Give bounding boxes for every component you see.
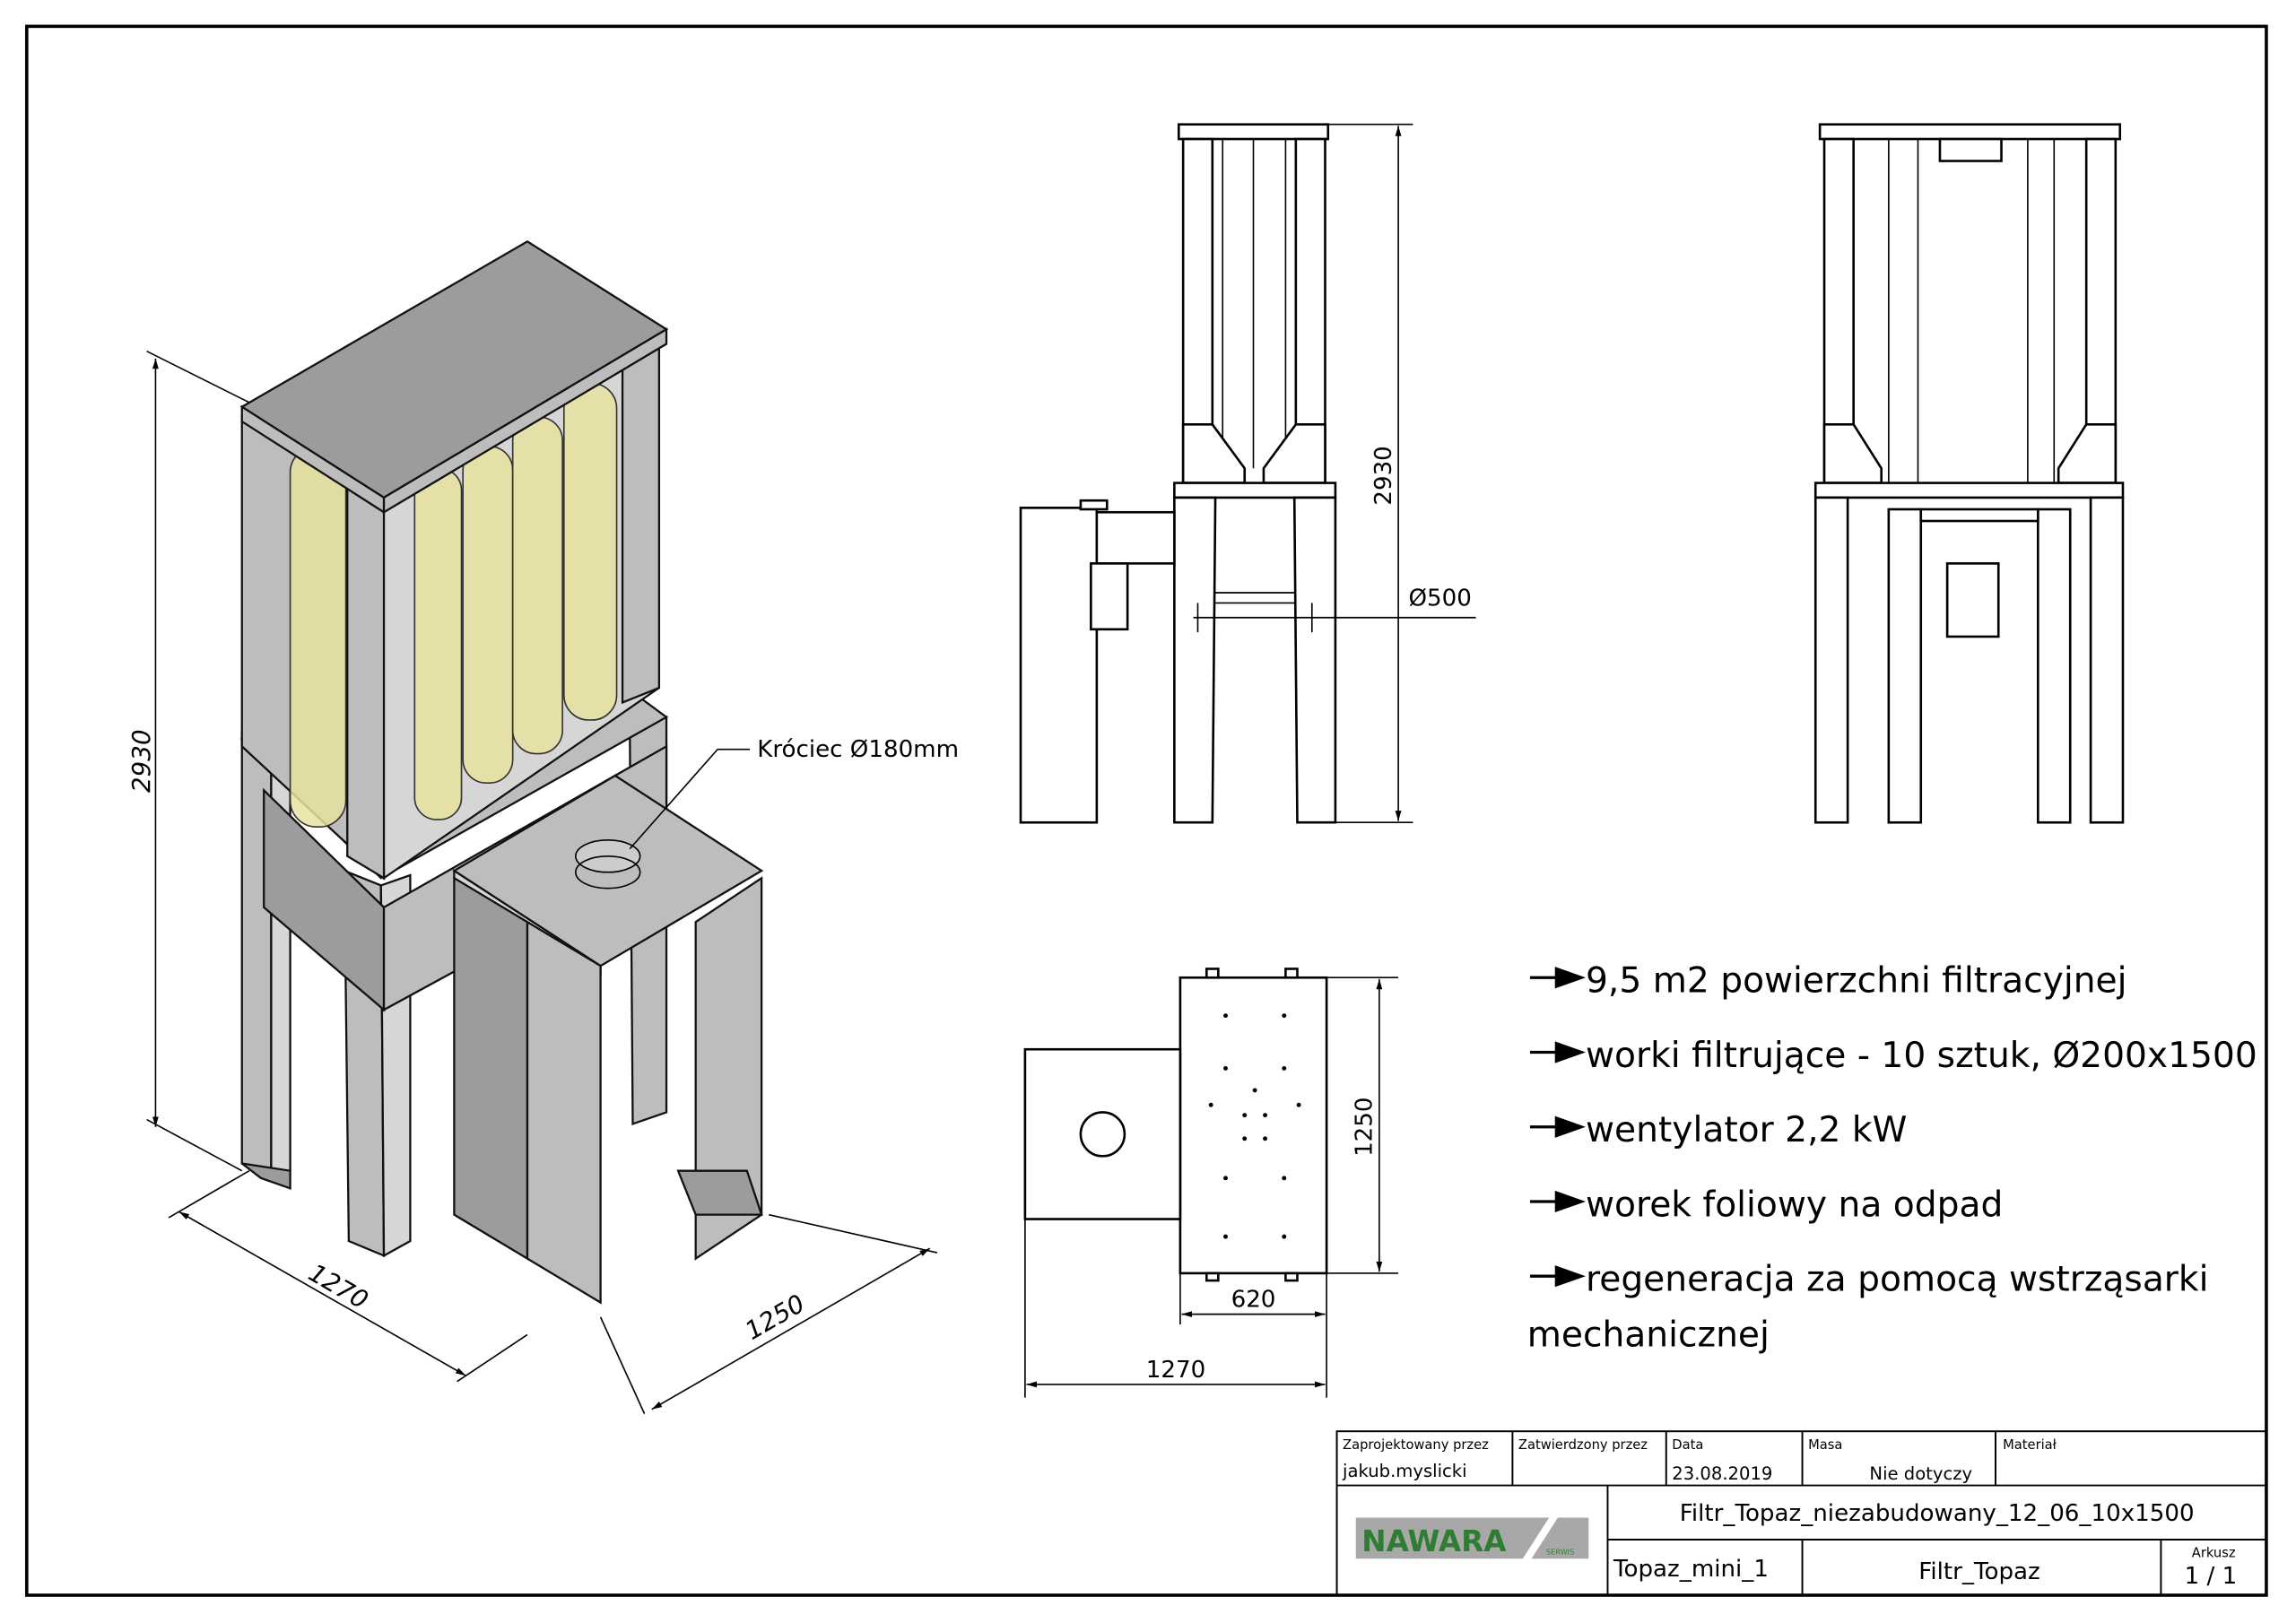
svg-text:wentylator 2,2 kW: wentylator 2,2 kW (1586, 1110, 1907, 1150)
svg-text:worek foliowy na odpad: worek foliowy na odpad (1586, 1185, 2003, 1225)
arrow-icon (1529, 1115, 1587, 1138)
front-height-dim: 2930 (1370, 446, 1397, 505)
front-diameter-dim: Ø500 (1409, 586, 1472, 612)
svg-text:worki filtrujące - 10 sztuk,: worki filtrujące - 10 sztuk, Ø200x1500 (1586, 1036, 2257, 1076)
designed-by-label: Zaprojektowany przez (1343, 1437, 1489, 1453)
iso-height-dim: 2930 (126, 729, 156, 793)
top-view: 1250 620 1270 (1023, 968, 1399, 1398)
feature-item: worki filtrujące - 10 sztuk, Ø200x1500 (1529, 1036, 2257, 1076)
mass-label: Masa (1808, 1437, 1842, 1453)
approved-by-label: Zatwierdzony przez (1518, 1437, 1648, 1453)
front-view: 2930 Ø500 (1019, 123, 1476, 824)
designed-by-value: jakub.myslicki (1342, 1461, 1467, 1481)
feature-item: 9,5 m2 powierzchni filtracyjnej (1529, 961, 2127, 1002)
arrow-icon (1529, 1190, 1587, 1213)
iso-depth-dim: 1250 (740, 1289, 810, 1346)
top-width-dim: 1270 (1146, 1357, 1205, 1384)
inlet-circle (1079, 1111, 1126, 1158)
nawara-logo: NAWARA SERWIS (1355, 1517, 1589, 1559)
sheet-number: 1 / 1 (2185, 1563, 2238, 1590)
mass-value: Nie dotyczy (1869, 1463, 1972, 1484)
title-block: Zaprojektowany przez jakub.myslicki Zatw… (1335, 1430, 2267, 1596)
date-label: Data (1672, 1437, 1703, 1453)
svg-text:SERWIS: SERWIS (1546, 1547, 1574, 1556)
feature-item: wentylator 2,2 kW (1529, 1110, 1907, 1150)
svg-text:9,5 m2 powierzchni filtracyjne: 9,5 m2 powierzchni filtracyjnej (1586, 961, 2127, 1002)
side-view (1813, 123, 2125, 824)
arrow-icon (1529, 1265, 1587, 1288)
drawing-name: Filtr_Topaz (1918, 1558, 2039, 1585)
arrow-icon (1529, 1041, 1587, 1063)
inlet-callout: Króciec Ø180mm (757, 736, 959, 763)
top-inner-dim: 620 (1231, 1286, 1276, 1313)
svg-text:NAWARA: NAWARA (1361, 1524, 1507, 1558)
iso-width-dim: 1270 (303, 1258, 373, 1315)
svg-text:regeneracja za pomocą wstrząsa: regeneracja za pomocą wstrząsarki (1586, 1260, 2208, 1300)
isometric-view: 2930 1270 1250 Króciec Ø180mm (126, 239, 959, 1414)
sheet-label: Arkusz (2192, 1546, 2236, 1561)
date-value: 23.08.2019 (1672, 1463, 1772, 1484)
drawing-title: Filtr_Topaz_niezabudowany_12_06_10x1500 (1680, 1500, 2195, 1527)
feature-list: 9,5 m2 powierzchni filtracyjnej worki fi… (1527, 961, 2257, 1356)
top-depth-dim: 1250 (1352, 1097, 1378, 1156)
arrow-icon (1529, 967, 1587, 989)
feature-item: regeneracja za pomocą wstrząsarki mechan… (1527, 1260, 2209, 1356)
sheet-border (25, 24, 2268, 1597)
svg-text:mechanicznej: mechanicznej (1527, 1315, 1770, 1356)
feature-item: worek foliowy na odpad (1529, 1185, 2003, 1225)
material-label: Materiał (2003, 1437, 2057, 1453)
drawing-number: Topaz_mini_1 (1613, 1556, 1769, 1583)
